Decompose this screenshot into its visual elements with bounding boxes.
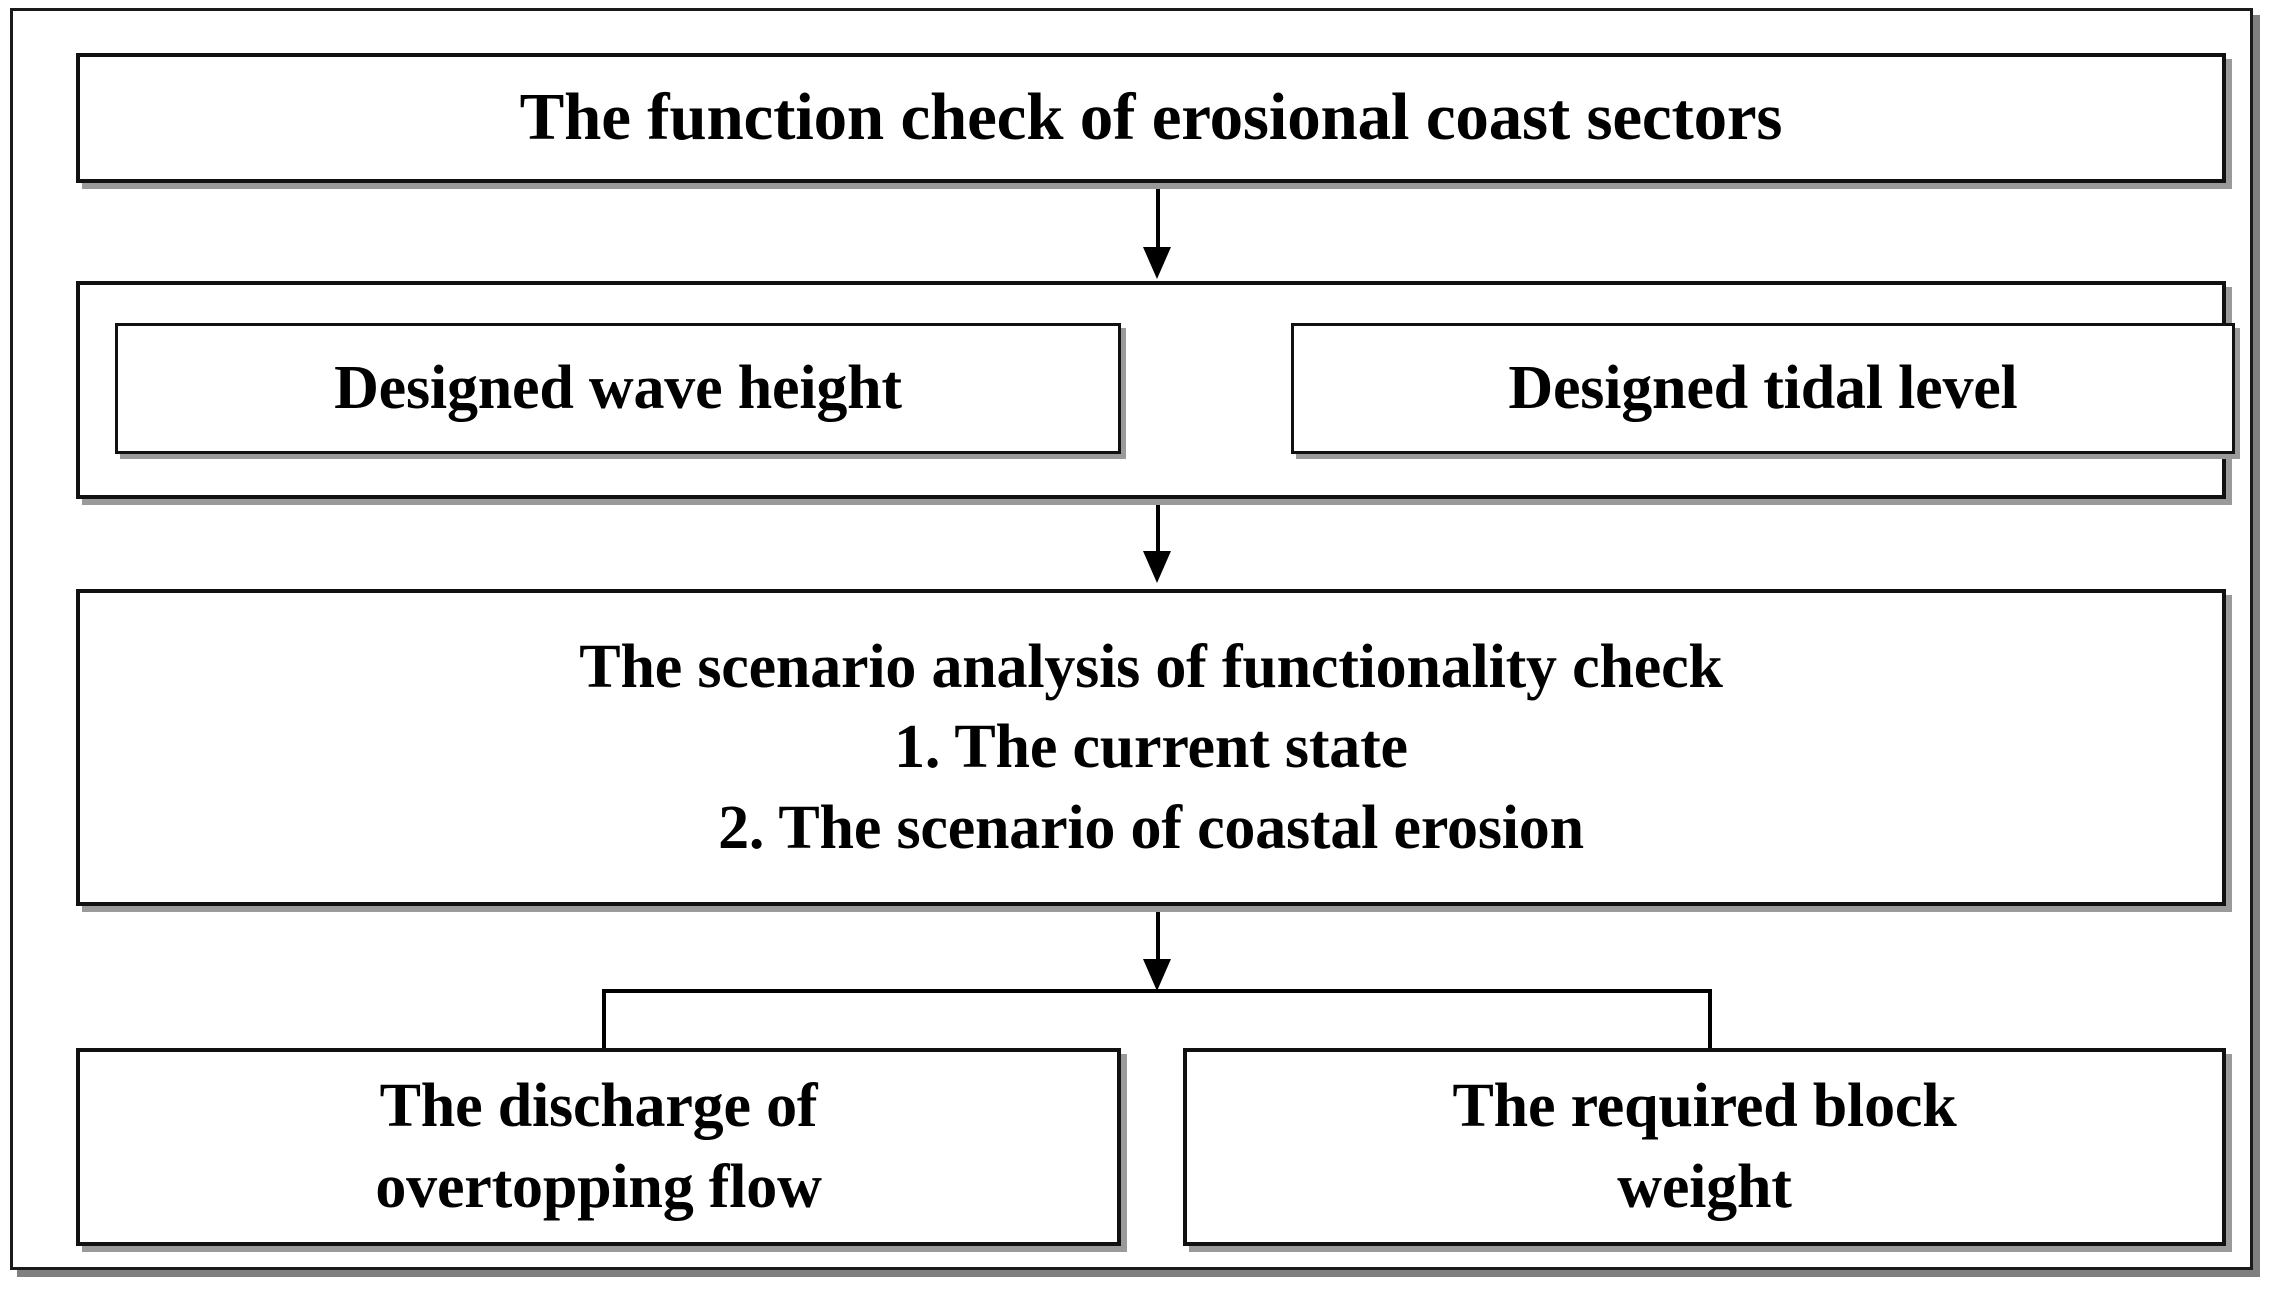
node-required-block-weight-label: The required block weight bbox=[1452, 1072, 1957, 1221]
connector-bracket-left-drop bbox=[602, 989, 606, 1051]
node-designed-tidal-level-label: Designed tidal level bbox=[1508, 354, 2018, 423]
node-overtopping-discharge: The discharge of overtopping flow bbox=[76, 1048, 1121, 1246]
connector-bracket-right-drop bbox=[1708, 989, 1712, 1051]
arrow-down-icon bbox=[1143, 247, 1171, 279]
node-designed-tidal-level: Designed tidal level bbox=[1291, 323, 2235, 454]
node-designed-wave-height: Designed wave height bbox=[115, 323, 1121, 454]
node-designed-wave-height-label: Designed wave height bbox=[334, 354, 902, 423]
connector-scenario-to-outputs bbox=[1156, 912, 1160, 962]
arrow-down-icon bbox=[1143, 551, 1171, 583]
connector-bracket-horizontal bbox=[602, 989, 1712, 993]
node-scenario-analysis: The scenario analysis of functionality c… bbox=[76, 589, 2226, 906]
arrow-down-icon bbox=[1143, 959, 1171, 991]
node-required-block-weight: The required block weight bbox=[1183, 1048, 2226, 1246]
node-function-check-label: The function check of erosional coast se… bbox=[519, 80, 1783, 155]
node-overtopping-discharge-label: The discharge of overtopping flow bbox=[375, 1072, 822, 1221]
node-scenario-analysis-label: The scenario analysis of functionality c… bbox=[579, 632, 1723, 862]
node-function-check: The function check of erosional coast se… bbox=[76, 53, 2226, 183]
connector-inputs-to-scenario bbox=[1156, 505, 1160, 553]
connector-title-to-inputs bbox=[1156, 189, 1160, 251]
figure-outer-frame: The function check of erosional coast se… bbox=[10, 8, 2253, 1270]
